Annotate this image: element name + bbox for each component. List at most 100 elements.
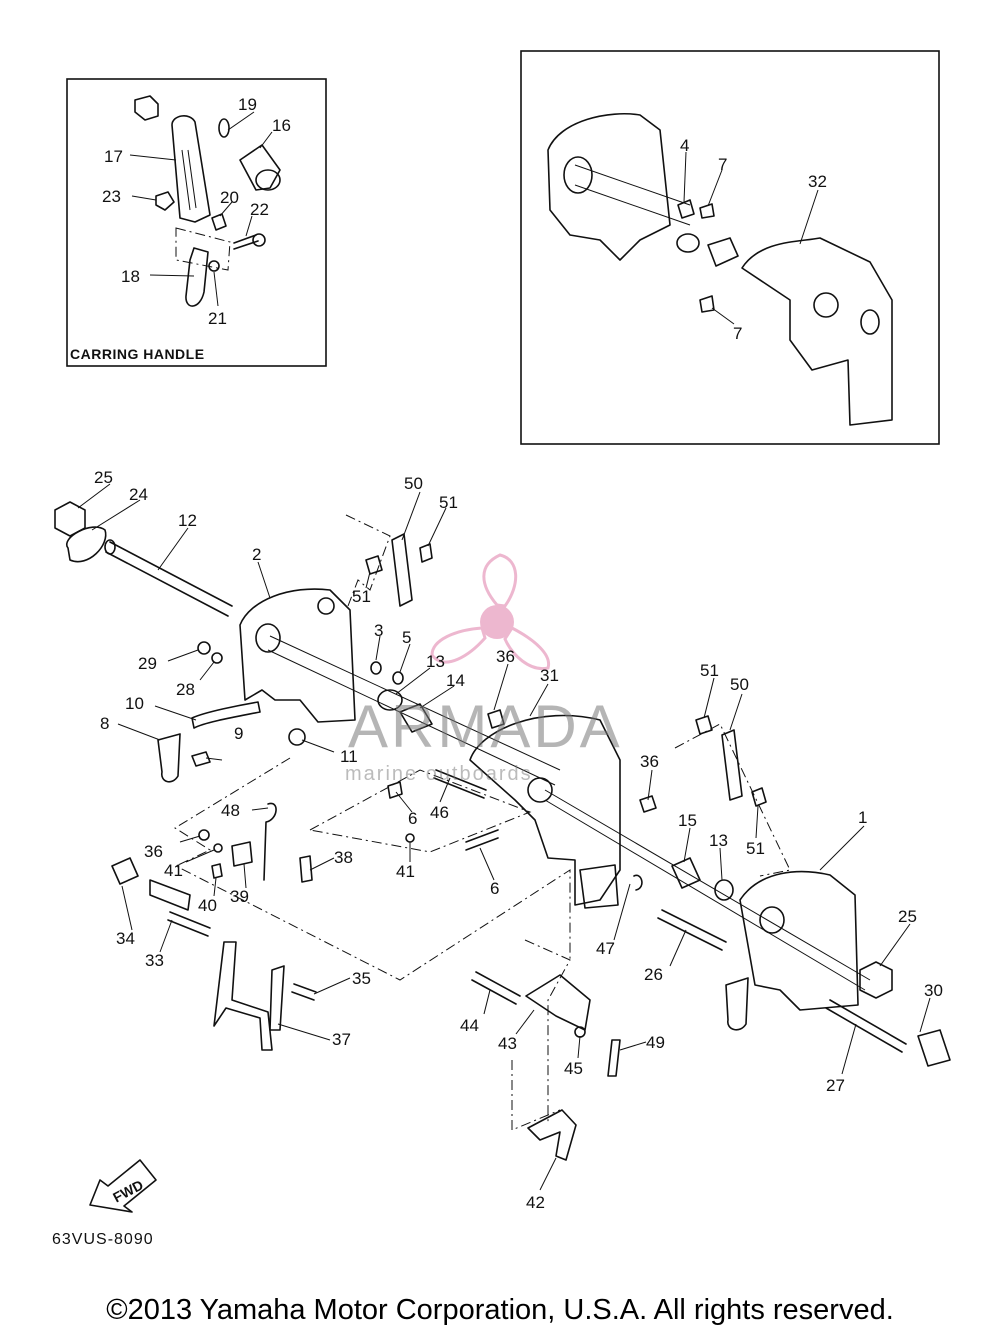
leader-37 [277,1023,331,1041]
watermark-name: ARMADA [348,693,623,760]
leader-45 [577,1035,581,1059]
leader-2 [257,561,271,599]
leader-12 [157,527,189,571]
callout-37: 37 [332,1030,351,1049]
bolt-44 [471,971,521,1005]
upper-left-bolt [419,543,433,563]
callout-51c: 51 [700,661,719,680]
left-clamp-bracket [239,588,356,723]
inset-grease-nipple-a [677,199,695,219]
bracket-43 [525,974,591,1031]
leader-36c [647,769,653,801]
callout-25a: 25 [94,468,113,487]
callout-10: 10 [125,694,144,713]
callout-2: 2 [252,545,261,564]
o-ring [218,118,230,138]
handle-cap [134,95,159,121]
callout-34: 34 [116,929,135,948]
swivel-bracket-inset-frame [520,50,940,445]
washer-3 [370,661,382,675]
callout-7a: 7 [718,155,727,174]
handle-pin [211,213,227,231]
leader-50b [729,693,743,731]
spring-49 [607,1039,621,1077]
inset-washer [676,233,700,253]
nut-29 [197,641,211,655]
leader-38 [309,857,335,871]
leader-50a [401,491,421,541]
callout-7b: 7 [733,324,742,343]
callout-28: 28 [176,680,195,699]
callout-39: 39 [230,887,249,906]
right-clamp-lever [725,977,749,1031]
callout-27: 27 [826,1076,845,1095]
callout-33: 33 [145,951,164,970]
leader-22 [245,215,253,237]
carrying-handle-inset-frame [66,78,327,367]
lever-42 [527,1109,577,1161]
leader-7b [711,307,735,325]
callout-4: 4 [680,136,689,155]
spring-38 [299,855,313,883]
leader-51b [365,571,371,589]
washer-28 [211,652,223,664]
upper-left-bolt-b [365,555,383,575]
main-axis-left [267,635,561,786]
clip-41-right [405,833,415,843]
inset-steering-bore [860,309,880,335]
leader-28 [199,661,215,681]
inset-axis [574,164,691,226]
leader-7a [707,169,723,207]
callout-13a: 13 [426,652,445,671]
callout-15: 15 [678,811,697,830]
callout-45: 45 [564,1059,583,1078]
leader-51d [755,805,759,839]
swivel-housing-bottom [579,864,619,909]
leader-24 [91,499,141,531]
callout-numbers: 19 16 17 23 20 22 18 21 4 7 7 32 25 24 1… [94,95,943,1212]
swivel-bracket-31 [469,714,621,906]
callout-11: 11 [340,747,358,766]
inset-swivel-bore [813,292,839,318]
inset-swivel-bracket [741,237,893,426]
callout-51b: 51 [352,587,371,606]
leader-26 [669,929,687,967]
carrying-handle-arm [171,115,211,223]
logo-blade-left [430,626,487,664]
callout-6a: 6 [408,809,417,828]
callout-18: 18 [121,267,140,286]
bolt-9 [191,751,211,767]
leader-25b [879,923,911,967]
logo-blade-right [503,626,551,671]
leader-21 [213,271,219,307]
leader-9 [205,757,223,761]
inset-bracket-bore [563,156,593,194]
right-clamp-bracket [739,870,859,1011]
leader-16 [259,131,273,149]
swivel-bore [527,777,553,803]
callout-36a: 36 [496,647,515,666]
leader-33 [159,919,173,953]
leader-40 [213,877,217,897]
left-clamp-hole [317,597,335,615]
upper-right-bolt-b [751,787,767,807]
diagram-code: 63VUS-8090 [52,1231,154,1248]
bolt-6-left [387,781,403,799]
assembly-guide-lines [174,514,791,1131]
guide-left-bottom [174,757,571,981]
leader-31 [529,683,549,717]
clip-45 [574,1026,586,1038]
leader-13a [395,667,431,695]
handle-slot [181,149,197,211]
plate-33 [149,879,191,911]
callout-51a: 51 [439,493,458,512]
fwd-arrow-icon [89,1159,157,1213]
leader-51c [703,677,715,719]
callout-23: 23 [102,187,121,206]
lever-8 [157,733,181,783]
upper-right-bolt-a [695,715,713,735]
callout-6b: 6 [490,879,499,898]
rod-26 [657,909,727,951]
handle-bolt-head [252,233,266,247]
guide-lower [524,939,571,1125]
